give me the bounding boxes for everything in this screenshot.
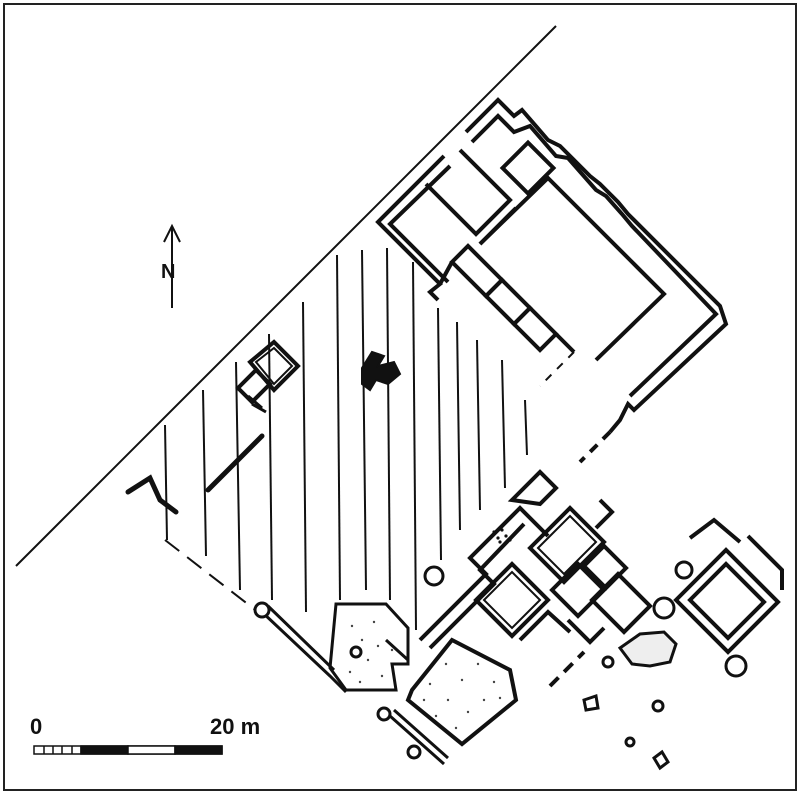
column-bases xyxy=(406,560,748,771)
stippled-blob xyxy=(617,630,678,668)
north-arrow-icon xyxy=(163,223,181,308)
colonnade-wall xyxy=(253,601,449,766)
figure-frame xyxy=(3,3,797,791)
main-building xyxy=(375,97,729,464)
boundary-line xyxy=(15,25,557,567)
square-structure xyxy=(235,339,301,414)
stipple-dots xyxy=(348,620,502,730)
east-building xyxy=(673,517,784,655)
stippled-courts xyxy=(328,602,519,747)
scale-start-label: 0 xyxy=(30,714,43,739)
scale-end-label: 20 m xyxy=(210,714,261,739)
hatched-area xyxy=(164,247,528,631)
wall-fragments xyxy=(125,433,265,515)
south-buildings xyxy=(418,469,653,688)
north-label: N xyxy=(161,261,176,283)
irregular-fragment xyxy=(361,350,402,392)
scale-bar xyxy=(33,745,223,755)
